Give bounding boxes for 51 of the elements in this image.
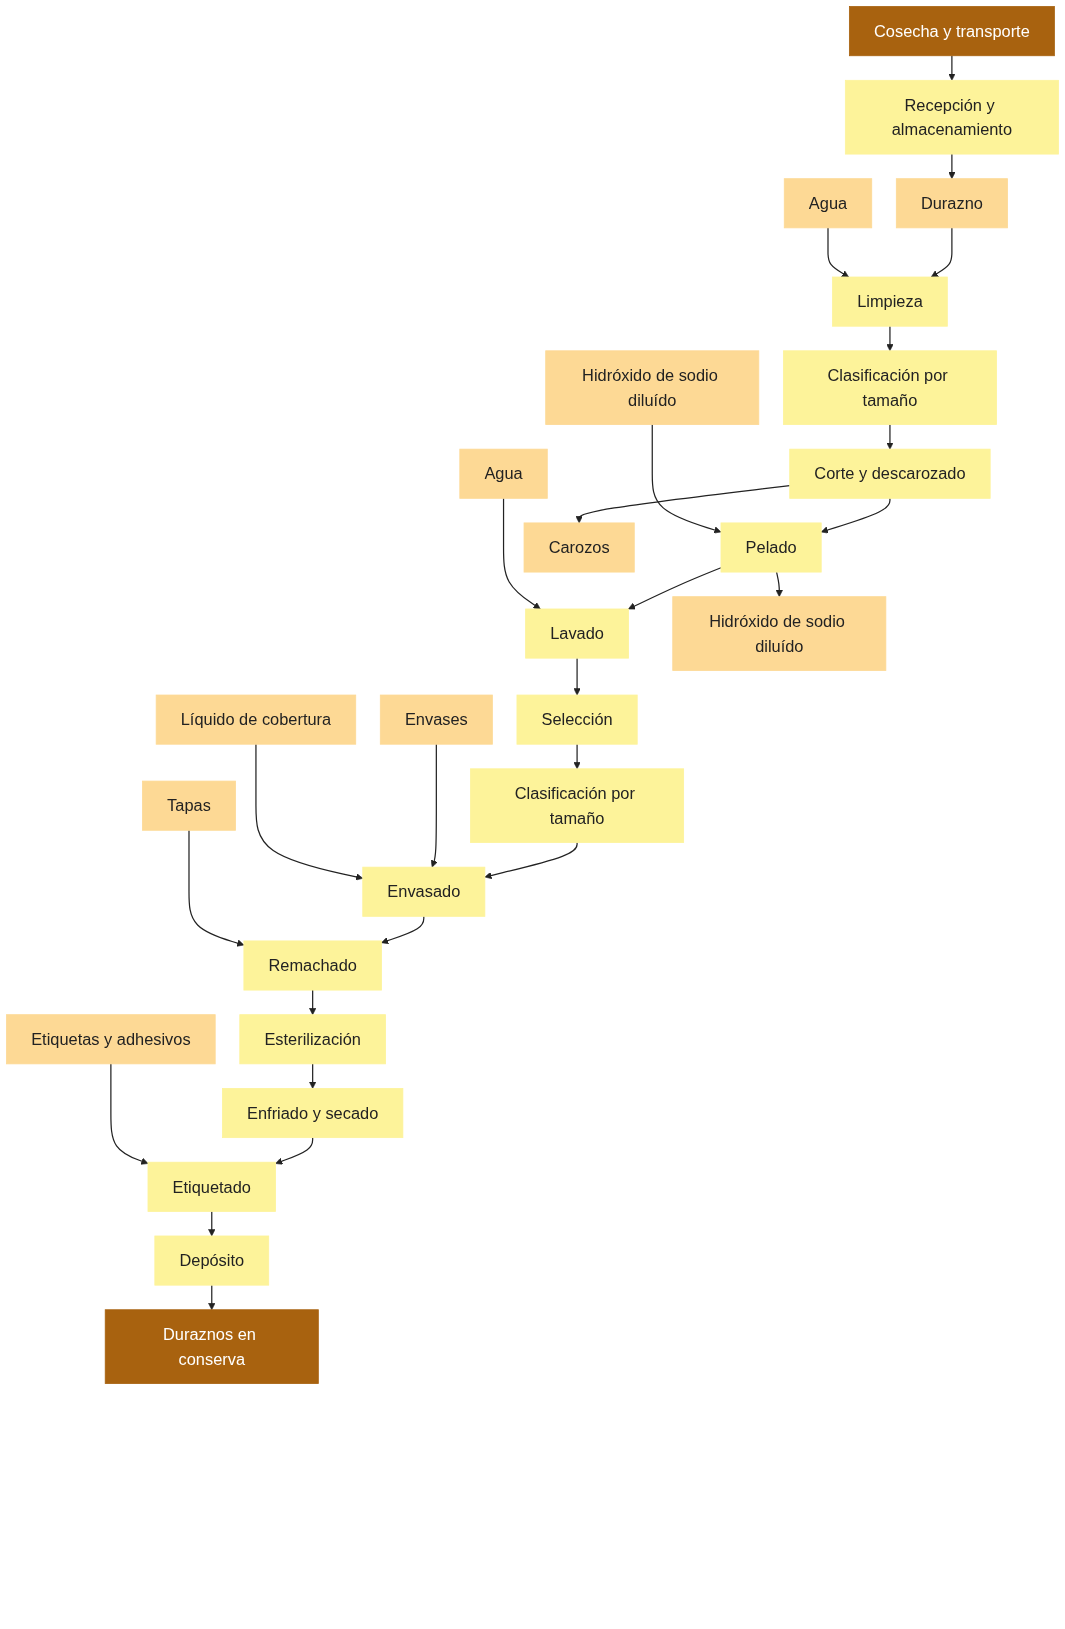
node-box: Carozos [523, 522, 635, 573]
node-box: Líquido de cobertura [155, 694, 357, 745]
node-box: Durazno [895, 178, 1008, 229]
node-box: Selección [516, 694, 638, 745]
node-box: Corte y descarozado [789, 448, 991, 499]
node-box: Remachado [243, 940, 382, 991]
arrow [820, 497, 891, 534]
node-box: Cosecha y transporte [849, 6, 1055, 57]
node-box: Tapas [142, 780, 236, 831]
arrow [827, 227, 849, 278]
node-box: Clasificación por tamaño [470, 768, 685, 843]
arrow [886, 423, 894, 450]
node-box: Agua [459, 448, 548, 499]
node-box: Hidróxido de sodio diluído [672, 596, 887, 671]
node-box: Envasado [362, 866, 486, 917]
node-box: Depósito [154, 1235, 270, 1286]
node-box: Envases [379, 694, 493, 745]
arrow [484, 841, 578, 880]
node-box: Clasificación por tamaño [783, 350, 997, 425]
arrow [255, 743, 364, 881]
node-box: Etiquetado [147, 1161, 276, 1212]
arrow [948, 55, 956, 81]
arrow [573, 657, 581, 696]
arrow [775, 571, 783, 597]
arrow [886, 325, 894, 352]
node-box: Hidróxido de sodio diluído [545, 350, 760, 425]
node-box: Recepción y almacenamiento [844, 79, 1059, 155]
arrow [188, 829, 245, 947]
arrow [275, 1137, 314, 1165]
arrow [930, 227, 953, 278]
arrow [208, 1210, 216, 1237]
node-box: Etiquetas y adhesivos [6, 1014, 216, 1065]
arrow [651, 423, 722, 534]
arrow [430, 743, 438, 868]
arrow [309, 989, 317, 1015]
arrow [628, 567, 722, 610]
arrow [381, 915, 425, 945]
node-box: Limpieza [832, 276, 948, 327]
node-box: Esterilización [239, 1014, 386, 1065]
arrow [575, 485, 791, 524]
arrow [110, 1063, 149, 1165]
node-box: Duraznos en conserva [104, 1309, 319, 1384]
arrow [573, 743, 581, 770]
node-box: Lavado [525, 608, 629, 659]
node-box: Pelado [720, 522, 822, 573]
node-box: Agua [783, 178, 873, 229]
arrow [502, 497, 541, 610]
arrow [309, 1063, 317, 1089]
arrow [208, 1284, 216, 1311]
node-box: Enfriado y secado [222, 1088, 404, 1139]
arrow [948, 153, 956, 179]
